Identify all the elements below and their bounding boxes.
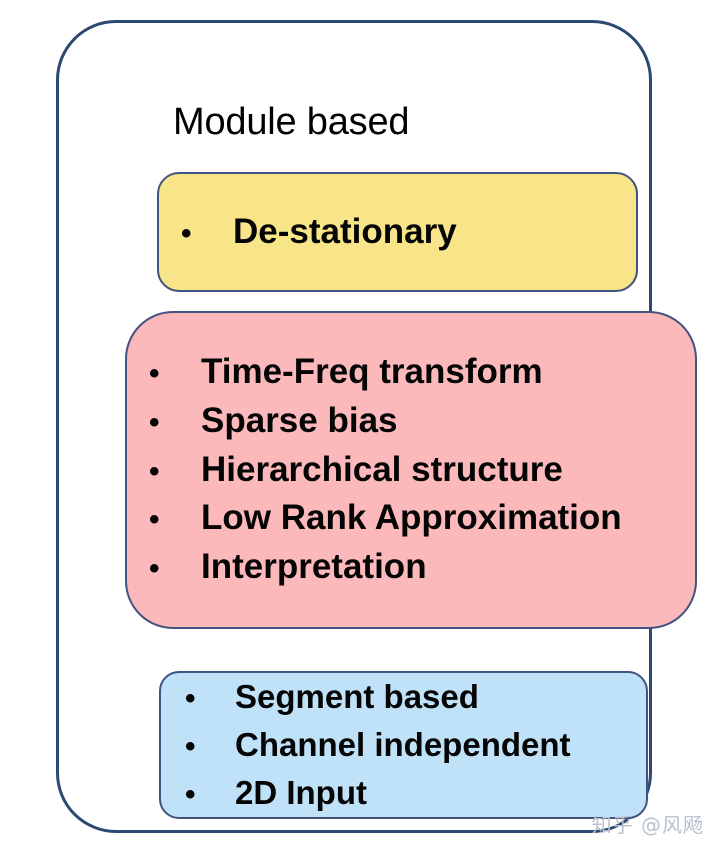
bullet-list-architecture-biases: • Time-Freq transform • Sparse bias • Hi… — [127, 348, 695, 591]
bullet-dot-icon: • — [149, 551, 160, 585]
list-item: • Low Rank Approximation — [149, 494, 695, 543]
bullet-dot-icon: • — [185, 778, 196, 812]
bullet-dot-icon: • — [149, 454, 160, 488]
list-item-label: Sparse bias — [201, 401, 398, 441]
bullet-dot-icon: • — [181, 216, 192, 250]
group-box-de-stationary: • De-stationary — [157, 172, 638, 292]
bullet-list-input-representation: • Segment based • Channel independent • … — [161, 673, 646, 818]
list-item-label: Low Rank Approximation — [201, 498, 622, 538]
list-item: • 2D Input — [185, 769, 646, 817]
list-item-label: Segment based — [235, 677, 479, 715]
list-item-label: Interpretation — [201, 546, 427, 586]
module-based-card: Module based • De-stationary • Time-Freq… — [56, 20, 697, 833]
list-item: • Sparse bias — [149, 397, 695, 446]
bullet-dot-icon: • — [149, 406, 160, 440]
page-title: Module based — [173, 101, 410, 143]
list-item-label: De-stationary — [233, 211, 457, 251]
list-item-label: Time-Freq transform — [201, 352, 543, 392]
list-item: • Time-Freq transform — [149, 348, 695, 397]
group-box-input-representation: • Segment based • Channel independent • … — [159, 671, 648, 819]
watermark: 知乎 @风飏 — [591, 813, 704, 837]
bullet-dot-icon: • — [149, 357, 160, 391]
list-item: • Hierarchical structure — [149, 446, 695, 495]
bullet-dot-icon: • — [149, 503, 160, 537]
bullet-list-de-stationary: • De-stationary — [159, 211, 636, 251]
bullet-dot-icon: • — [185, 681, 196, 715]
list-item-label: Channel independent — [235, 725, 571, 763]
group-box-architecture-biases: • Time-Freq transform • Sparse bias • Hi… — [125, 311, 697, 629]
list-item: • Interpretation — [149, 543, 695, 592]
list-item-label: Hierarchical structure — [201, 449, 563, 489]
list-item: • De-stationary — [181, 211, 636, 251]
list-item: • Segment based — [185, 673, 646, 721]
list-item: • Channel independent — [185, 721, 646, 769]
bullet-dot-icon: • — [185, 729, 196, 763]
list-item-label: 2D Input — [235, 774, 367, 812]
